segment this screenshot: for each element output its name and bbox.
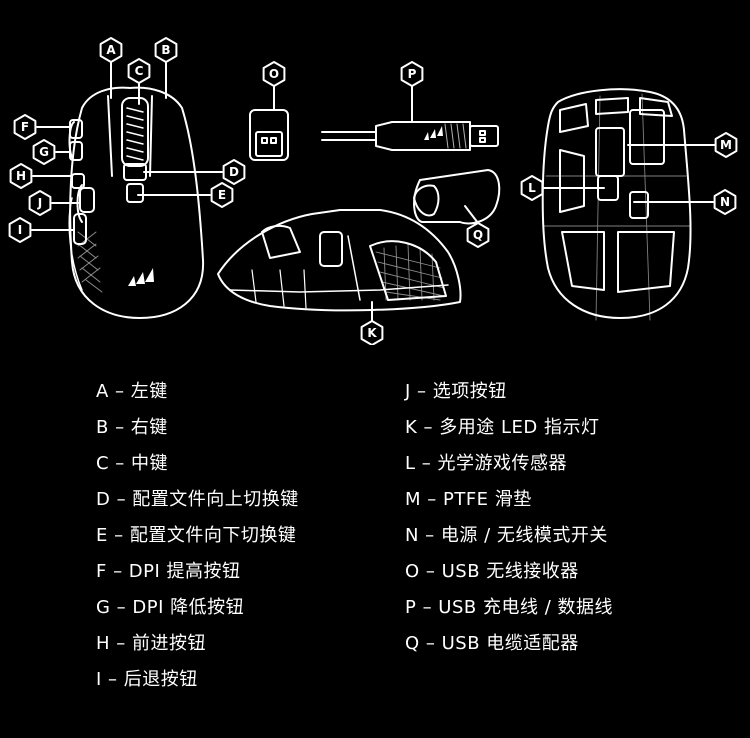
badge-g: [32, 139, 56, 165]
mouse-side-view: [217, 209, 462, 312]
legend-item-j: J – 选项按钮: [405, 381, 507, 402]
callout-h: H: [16, 169, 26, 183]
side-buttons: [69, 119, 95, 245]
corsair-logo-icon: [128, 126, 443, 286]
badge-m: [714, 132, 738, 158]
leader-lines: [31, 57, 716, 323]
badge-d: [222, 159, 246, 185]
usb-cable: [321, 121, 499, 151]
mouse-bottom-view: [541, 88, 692, 319]
usb-receiver: [249, 109, 289, 161]
scroll-wheel: [126, 107, 144, 161]
callout-j: J: [37, 196, 42, 210]
callout-p: P: [408, 67, 417, 81]
usb-adapter: [413, 169, 501, 225]
side-grip-texture: [77, 231, 103, 293]
callout-i: I: [18, 223, 22, 237]
legend-right-column: J – 选项按钮 K – 多用途 LED 指示灯 L – 光学游戏传感器 M –…: [405, 377, 613, 665]
badge-k: [360, 320, 384, 345]
badge-f: [13, 114, 37, 140]
badge-e: [210, 182, 234, 208]
callout-m: M: [720, 138, 732, 152]
badge-l: [520, 175, 544, 201]
callout-b: B: [161, 43, 170, 57]
badge-b: [154, 37, 178, 63]
callout-q: Q: [473, 228, 483, 242]
badge-h: [9, 163, 33, 189]
legend-item-m: M – PTFE 滑垫: [405, 489, 532, 510]
legend-item-c: C – 中键: [96, 453, 169, 474]
callout-f: F: [21, 120, 29, 134]
legend-item-n: N – 电源 / 无线模式开关: [405, 525, 608, 546]
callout-k: K: [367, 326, 377, 340]
callout-o: O: [269, 67, 279, 81]
badge-i: [8, 217, 32, 243]
badge-j: [28, 190, 52, 216]
callout-l: L: [528, 181, 536, 195]
badge-q: [466, 222, 490, 248]
callout-d: D: [229, 165, 239, 179]
legend-item-b: B – 右键: [96, 417, 168, 438]
badge-p: [400, 61, 424, 87]
legend-item-k: K – 多用途 LED 指示灯: [405, 417, 600, 438]
callout-a: A: [106, 43, 116, 57]
product-diagram: A B C D E F G H J I O P Q K L M N: [8, 37, 738, 345]
badge-n: [713, 189, 737, 215]
callout-e: E: [218, 188, 226, 202]
side-view-texture: [375, 243, 445, 301]
badge-o: [262, 61, 286, 87]
legend-left-column: A – 左键 B – 右键 C – 中键 D – 配置文件向上切换键 E – 配…: [96, 377, 299, 701]
mouse-top-view: [68, 86, 205, 319]
badge-a: [99, 37, 123, 63]
callout-badges: [8, 37, 738, 345]
legend-item-a: A – 左键: [96, 381, 168, 402]
callout-g: G: [39, 145, 49, 159]
legend-item-l: L – 光学游戏传感器: [405, 453, 567, 474]
legend-item-e: E – 配置文件向下切换键: [96, 525, 297, 546]
legend-item-d: D – 配置文件向上切换键: [96, 489, 299, 510]
legend-item-o: O – USB 无线接收器: [405, 561, 579, 582]
badge-c: [127, 58, 151, 84]
legend-item-f: F – DPI 提高按钮: [96, 561, 241, 582]
legend-item-i: I – 后退按钮: [96, 669, 198, 690]
legend-item-p: P – USB 充电线 / 数据线: [405, 597, 613, 618]
legend-item-q: Q – USB 电缆适配器: [405, 633, 579, 654]
legend-item-h: H – 前进按钮: [96, 633, 206, 654]
callout-c: C: [135, 64, 144, 78]
callout-n: N: [720, 195, 730, 209]
bottom-view-grid: [543, 93, 691, 321]
legend-item-g: G – DPI 降低按钮: [96, 597, 245, 618]
